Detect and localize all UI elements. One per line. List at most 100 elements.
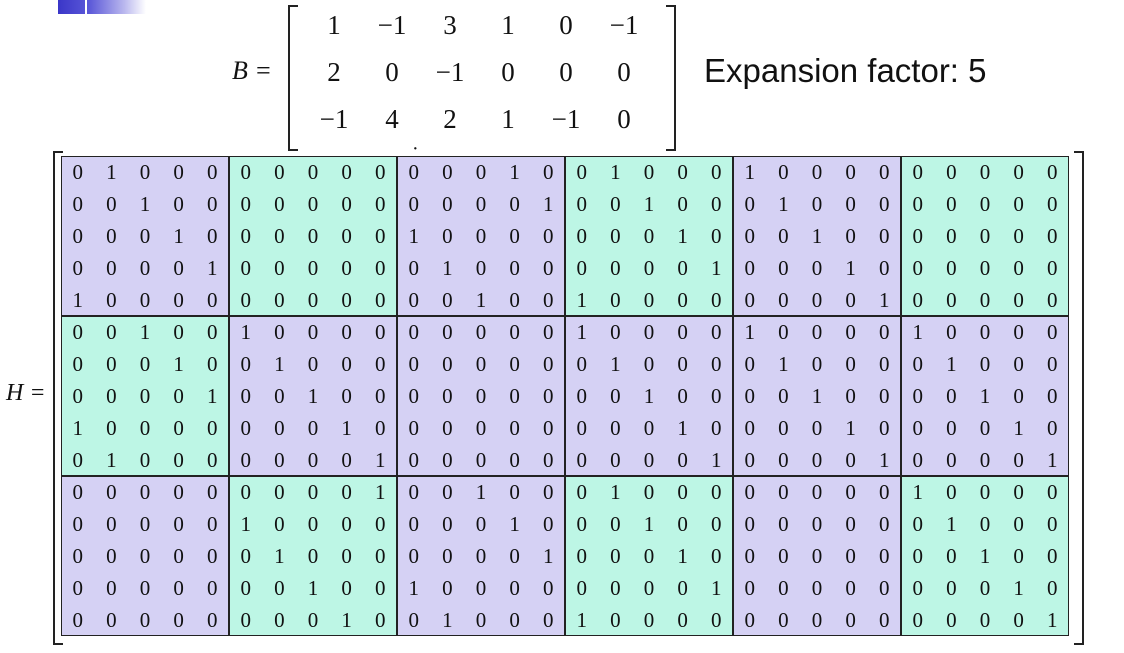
h-matrix-cell: 0: [72, 256, 84, 280]
h-matrix-cell: 0: [845, 288, 856, 312]
expansion-factor-text: Expansion factor: 5: [704, 52, 987, 89]
h-matrix-cell: 1: [845, 416, 856, 440]
h-matrix-cell: 0: [106, 576, 117, 600]
h-matrix-cell: 1: [878, 288, 890, 312]
h-matrix-cell: 0: [946, 544, 957, 568]
h-matrix-cell: 0: [778, 256, 789, 280]
h-matrix-cell: 0: [341, 352, 352, 376]
h-matrix-cell: 0: [677, 288, 688, 312]
h-matrix-cell: 0: [677, 352, 688, 376]
h-matrix-cell: 0: [946, 480, 957, 504]
h-matrix-cell: 0: [206, 416, 218, 440]
h-matrix-cell: 0: [610, 256, 621, 280]
b-matrix-cell: 2: [327, 57, 341, 87]
h-matrix-cell: 1: [610, 160, 621, 184]
h-matrix-cell: 0: [845, 608, 856, 632]
h-matrix-cell: 0: [979, 160, 991, 184]
h-matrix-cell: 0: [542, 448, 554, 472]
h-matrix-cell: 0: [677, 384, 688, 408]
h-matrix-cell: 0: [173, 512, 184, 536]
cursor-dot: ·: [412, 138, 419, 160]
h-matrix-cell: 1: [173, 224, 184, 248]
h-matrix-cell: 0: [677, 256, 688, 280]
h-block: [901, 156, 1069, 316]
h-matrix-cell: 0: [374, 416, 386, 440]
b-matrix-cell: 2: [443, 104, 457, 134]
h-block: [901, 476, 1069, 636]
h-matrix-cell: 0: [643, 224, 655, 248]
h-matrix-cell: 0: [274, 480, 285, 504]
h-block: [229, 476, 397, 636]
h-block: [565, 316, 733, 476]
b-right-bracket: [666, 5, 676, 151]
h-matrix-cell: 0: [1046, 480, 1058, 504]
h-matrix-cell: 1: [778, 192, 789, 216]
h-matrix-cell: 1: [744, 320, 756, 344]
h-matrix-cell: 0: [1013, 224, 1024, 248]
h-matrix-cell: 0: [710, 224, 722, 248]
h-matrix-cell: 0: [206, 352, 218, 376]
h-matrix-cell: 0: [542, 288, 554, 312]
h-matrix-cell: 0: [475, 160, 487, 184]
h-matrix-cell: 1: [1046, 448, 1058, 472]
h-matrix-cell: 0: [509, 320, 520, 344]
h-matrix-cell: 0: [509, 544, 520, 568]
h-matrix-cell: 0: [979, 512, 991, 536]
h-matrix-cell: 0: [139, 576, 151, 600]
h-matrix-cell: 0: [744, 288, 756, 312]
h-matrix-cell: 1: [72, 416, 84, 440]
h-matrix-cell: 0: [509, 416, 520, 440]
b-matrix-cell: 1: [501, 104, 515, 134]
h-matrix-cell: 0: [610, 224, 621, 248]
b-matrix-cell: 3: [443, 10, 457, 40]
h-matrix-cell: 0: [442, 384, 453, 408]
h-matrix-cell: 0: [106, 512, 117, 536]
h-matrix-cell: 1: [710, 256, 722, 280]
h-matrix-cell: 0: [442, 288, 453, 312]
h-block: [61, 316, 229, 476]
h-matrix-cell: 0: [542, 416, 554, 440]
h-matrix-cell: 0: [374, 320, 386, 344]
b-matrix-cell: −1: [377, 10, 407, 40]
h-matrix-cell: 0: [845, 512, 856, 536]
h-matrix-cell: 0: [643, 256, 655, 280]
h-matrix-cell: 0: [206, 608, 218, 632]
h-matrix-cell: 0: [778, 544, 789, 568]
h-matrix-cell: 0: [778, 416, 789, 440]
h-matrix-cell: 0: [744, 480, 756, 504]
h-matrix-cell: 0: [509, 448, 520, 472]
h-matrix-cell: 0: [442, 512, 453, 536]
h-matrix-cell: 0: [576, 448, 588, 472]
h-matrix-cell: 0: [408, 384, 420, 408]
h-matrix-cell: 0: [677, 192, 688, 216]
h-matrix-cell: 0: [677, 480, 688, 504]
h-matrix-cell: 1: [139, 192, 151, 216]
h-matrix-cell: 0: [475, 224, 487, 248]
h-matrix-cell: 0: [643, 160, 655, 184]
h-matrix-cell: 0: [710, 384, 722, 408]
h-matrix-cell: 0: [946, 576, 957, 600]
h-matrix-cell: 0: [610, 576, 621, 600]
h-matrix-cell: 1: [610, 480, 621, 504]
h-matrix-cell: 0: [509, 224, 520, 248]
h-matrix-cell: 0: [1013, 384, 1024, 408]
h-matrix-cell: 0: [811, 512, 823, 536]
h-matrix-cell: 1: [845, 256, 856, 280]
h-matrix-cell: 0: [206, 512, 218, 536]
h-matrix-cell: 0: [139, 608, 151, 632]
h-matrix-cell: 0: [1013, 512, 1024, 536]
h-matrix-cell: 0: [576, 160, 588, 184]
h-matrix-cell: 0: [576, 544, 588, 568]
h-matrix-cell: 0: [811, 416, 823, 440]
h-matrix-cell: 0: [72, 384, 84, 408]
b-matrix-cell: −1: [319, 104, 349, 134]
b-matrix-cell: 4: [385, 104, 399, 134]
h-matrix-cell: 0: [173, 160, 184, 184]
h-matrix-cell: 1: [1046, 608, 1058, 632]
h-matrix-cell: 0: [374, 224, 386, 248]
h-matrix-cell: 0: [341, 384, 352, 408]
b-matrix-label: B =: [232, 56, 272, 85]
h-left-bracket: [53, 151, 63, 645]
b-matrix-cell: 0: [617, 57, 631, 87]
h-matrix-cell: 0: [744, 576, 756, 600]
